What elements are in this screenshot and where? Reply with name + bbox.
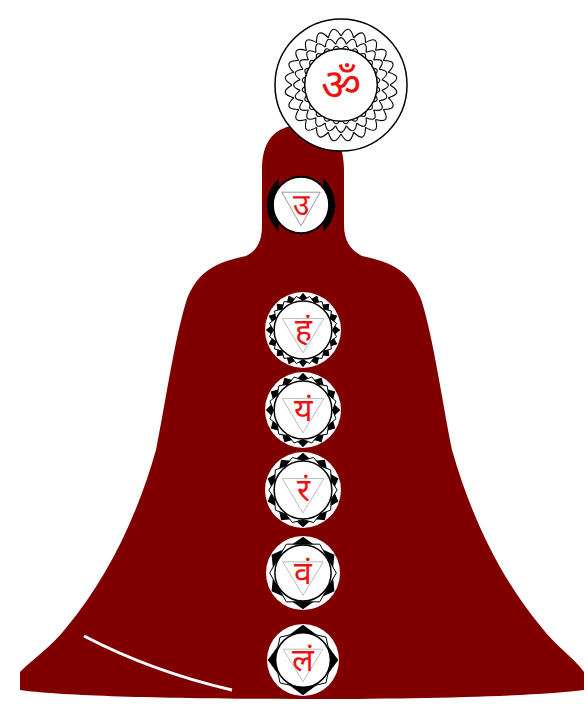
crown-petal <box>300 101 309 111</box>
lotus-ground <box>265 292 341 368</box>
crown-petal <box>376 109 387 120</box>
crown-petal <box>295 90 303 100</box>
chakra-circle: हं <box>264 291 342 369</box>
lotus-circle <box>275 545 331 601</box>
crown-petal <box>382 80 389 91</box>
lotus-circle <box>274 381 332 439</box>
crown-petal <box>296 109 307 120</box>
crown-petal <box>376 49 387 60</box>
chakra-circle: वं <box>265 535 341 611</box>
lotus-ground <box>265 452 341 528</box>
lotus-petals-inner <box>275 632 331 688</box>
ajna-circle <box>273 177 329 233</box>
crown-petal <box>374 101 383 111</box>
crown-petal <box>365 40 376 51</box>
crown-petal <box>357 118 367 127</box>
crown-petal <box>285 72 294 85</box>
crown-petal <box>328 29 341 38</box>
lotus-ground <box>266 536 340 610</box>
crown-chakra: ॐ <box>274 18 408 152</box>
figure-silhouette <box>20 125 584 699</box>
crown-petal <box>305 40 316 51</box>
crown-petal <box>325 39 335 47</box>
crown-petal <box>346 39 356 47</box>
lotus-petals-inner <box>270 377 336 443</box>
chakra-circle: रं <box>264 451 342 529</box>
lotus-circle <box>276 633 331 688</box>
crown-petal <box>294 80 301 91</box>
crown-petal <box>379 69 387 79</box>
crown-petal <box>336 38 347 45</box>
crown-petal <box>357 44 367 53</box>
crown-petal <box>300 60 309 70</box>
crown-petal <box>366 110 375 119</box>
crown-petal <box>285 85 294 98</box>
crown-petal <box>346 123 356 131</box>
crown-petal <box>325 123 335 131</box>
crown-petal <box>328 132 341 141</box>
crown-petal <box>341 132 354 141</box>
crown-petal <box>316 44 326 53</box>
crown-petal <box>388 85 397 98</box>
crown-petal <box>307 110 316 119</box>
lotus-circle <box>274 461 332 519</box>
crown-petal <box>365 120 376 131</box>
bija-syllable: रं <box>297 474 310 506</box>
lotus-petals <box>266 293 340 367</box>
crown-petal <box>336 126 347 133</box>
crown-petal <box>316 118 326 127</box>
crown-lotus-rim <box>275 19 407 151</box>
chakra-circle: उ <box>262 166 340 244</box>
lotus-petals-inner <box>269 457 337 522</box>
crown-petal <box>379 90 387 100</box>
chakra-circle: यं <box>264 371 342 449</box>
crown-center <box>305 49 378 122</box>
crown-petal <box>374 60 383 70</box>
bija-syllable: यं <box>294 394 313 426</box>
crown-petal <box>366 51 375 60</box>
lotus-petals <box>266 373 340 447</box>
bija-syllable: हं <box>295 314 312 346</box>
crown-petal <box>295 69 303 79</box>
crown-petal <box>341 29 354 38</box>
lotus-petals-inner <box>270 544 337 602</box>
lotus-circle <box>274 301 332 359</box>
lotus-ground <box>265 372 341 448</box>
bija-syllable: वं <box>294 557 312 589</box>
bija-syllable: उ <box>293 190 309 220</box>
lotus-petals-inner <box>269 296 336 363</box>
crown-petal <box>305 120 316 131</box>
crown-petal <box>388 72 397 85</box>
bija-syllable: लं <box>292 644 314 676</box>
chakra-circle: लं <box>266 623 340 697</box>
crown-petal <box>296 49 307 60</box>
leg-crease <box>84 636 232 690</box>
lotus-petals <box>268 453 339 527</box>
lotus-petals <box>272 537 335 610</box>
bija-syllable: ॐ <box>321 63 361 107</box>
lotus-petals <box>268 625 339 696</box>
lotus-ground <box>267 624 339 696</box>
crown-petal <box>307 51 316 60</box>
